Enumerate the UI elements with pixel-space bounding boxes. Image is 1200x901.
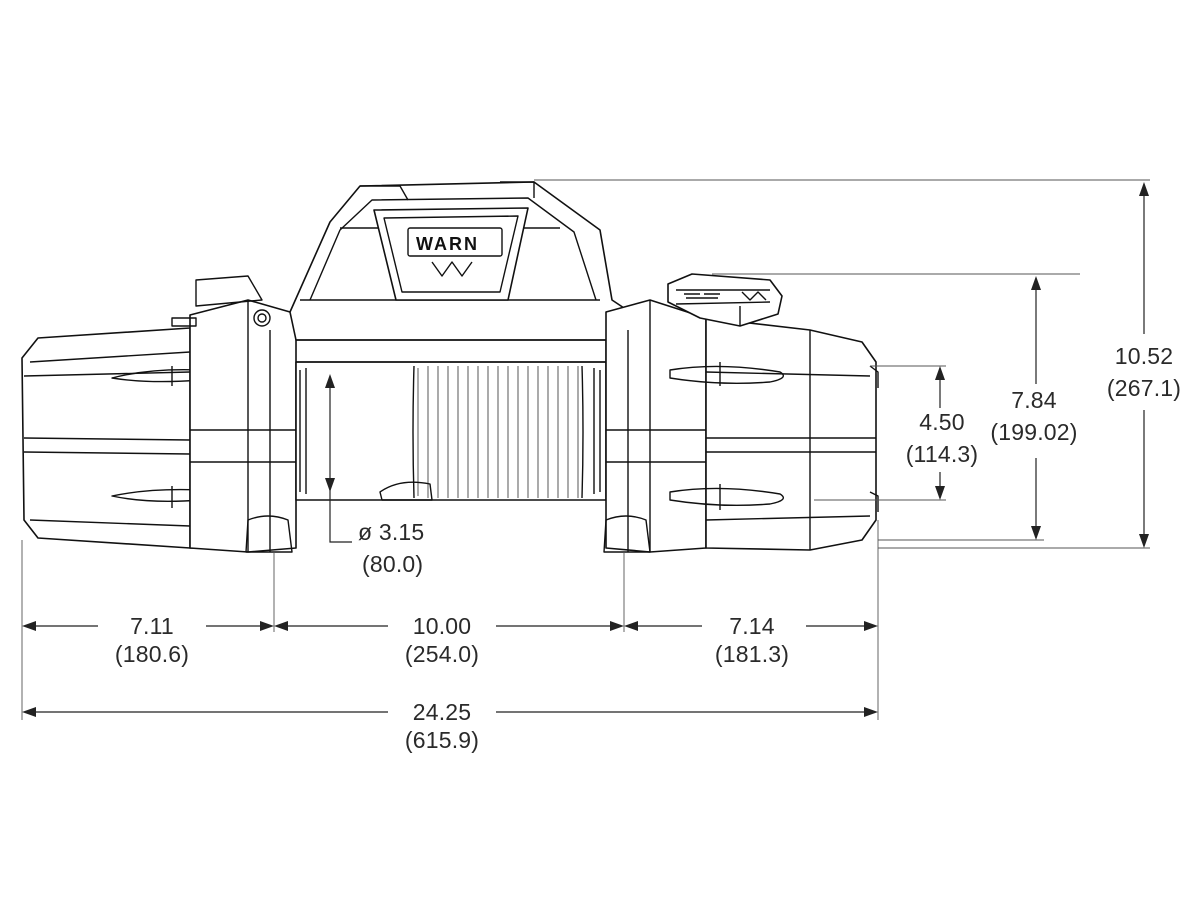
dim-right-length-mm: (181.3) — [715, 641, 789, 667]
dim-right-length-in: 7.14 — [729, 613, 775, 639]
dim-drum-diameter-in: ø 3.15 — [358, 519, 424, 545]
dim-height-4-50-in: 4.50 — [919, 409, 965, 435]
left-end-bracket — [171, 275, 297, 553]
dim-center-length-mm: (254.0) — [405, 641, 479, 667]
dim-height-10-52-in: 10.52 — [1115, 343, 1174, 369]
dim-height-4-50-mm: (114.3) — [906, 441, 979, 467]
dim-left-length-in: 7.11 — [130, 613, 174, 639]
cable-wraps — [412, 365, 584, 499]
right-gear-housing — [669, 317, 879, 551]
dim-center-length-in: 10.00 — [413, 613, 472, 639]
dim-overall-length: 24.25 (615.9) — [22, 699, 878, 753]
dim-center-length: 10.00 (254.0) — [274, 613, 624, 667]
dim-right-length: 7.14 (181.3) — [624, 613, 878, 667]
dim-drum-diameter: ø 3.15 (80.0) — [325, 374, 424, 577]
control-housing: WARN — [289, 181, 639, 363]
dim-height-7-84-in: 7.84 — [1011, 387, 1057, 413]
dim-height-7-84: 7.84 (199.02) — [712, 273, 1080, 541]
dim-height-7-84-mm: (199.02) — [990, 419, 1077, 445]
dim-height-10-52-mm: (267.1) — [1107, 375, 1181, 401]
winch-body: WARN — [21, 181, 879, 553]
right-end-bracket — [603, 299, 707, 553]
clutch-handle — [667, 273, 783, 327]
cable-drum — [295, 361, 607, 501]
dim-height-4-50: 4.50 (114.3) — [814, 365, 979, 501]
dim-overall-length-in: 24.25 — [413, 699, 472, 725]
dim-overall-length-mm: (615.9) — [405, 727, 479, 753]
warn-logo-text: WARN — [416, 234, 479, 254]
dim-left-length: 7.11 (180.6) — [22, 613, 274, 667]
dim-drum-diameter-mm: (80.0) — [362, 551, 423, 577]
dimension-annotations: 7.11 (180.6) 10.00 (254.0) 7.14 (181.3) … — [21, 179, 1181, 753]
dim-height-10-52: 10.52 (267.1) — [534, 179, 1181, 549]
dim-left-length-mm: (180.6) — [115, 641, 189, 667]
